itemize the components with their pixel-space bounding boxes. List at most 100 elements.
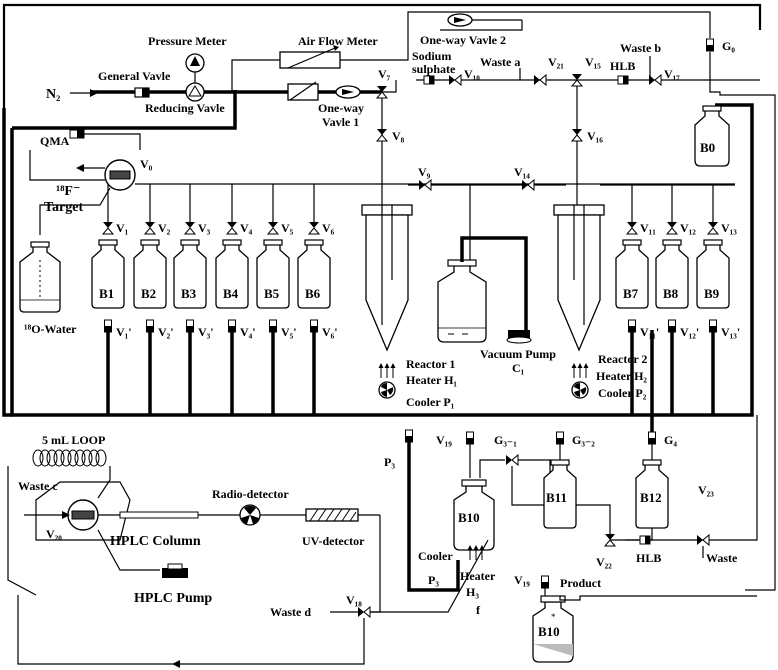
- loop-turn: [81, 449, 93, 467]
- bottle-label: B3: [181, 286, 197, 301]
- outlet-left-5: [310, 319, 318, 333]
- valve-right-1[interactable]: [666, 221, 678, 235]
- bottle-label: B8: [663, 286, 679, 301]
- loop-turn: [88, 449, 100, 467]
- outlet-right-2: [709, 319, 717, 333]
- valve-g3-1[interactable]: [505, 454, 519, 466]
- v19-bottom-connector: [541, 575, 549, 589]
- bottle-b10: [453, 479, 495, 551]
- n2-inlet-arrow: [70, 89, 98, 97]
- bottle-label: B7: [623, 286, 639, 301]
- one-way-valve-2-label: One-way Vavle 2: [420, 33, 506, 47]
- valve-label: V₂: [158, 221, 171, 235]
- valve-v14[interactable]: [521, 179, 535, 191]
- sodium-label-a: Sodium: [412, 49, 451, 63]
- heater-h3-label-a: Heater: [460, 569, 496, 583]
- cooler-p2-label: Cooler P₂: [598, 386, 647, 400]
- valve-label: V₁₂: [680, 221, 696, 235]
- v22-label: V₂₂: [596, 555, 612, 569]
- uv-detector: [305, 508, 359, 522]
- loop-turn: [53, 449, 65, 467]
- waste-a-label: Waste a: [480, 55, 520, 69]
- valve-left-4[interactable]: [267, 221, 279, 235]
- bottle-b12-label: B12: [640, 490, 662, 505]
- valve-left-0[interactable]: [102, 221, 114, 235]
- g3-1-label: G₃₋₁: [494, 433, 517, 447]
- loop-turn: [67, 449, 79, 467]
- left-reagent-bank: V₁B1V₁'V₂B2V₂'V₃B3V₃'V₄B4V₄'V₅B5V₅'V₆B6V…: [91, 184, 338, 415]
- outlet-label: V₁₃': [721, 325, 740, 339]
- loop-turn: [74, 449, 86, 467]
- valve-label: V₁: [116, 221, 129, 235]
- one-way-valve-1-label-b: Vavle 1: [322, 115, 359, 129]
- reactor2-label: Reactor 2: [598, 352, 647, 366]
- valve-v0[interactable]: [104, 159, 136, 191]
- outlet-right-1: [668, 319, 676, 333]
- bottle-b10-label: B10: [458, 510, 480, 525]
- cooler-p1-label: Cooler P₁: [406, 395, 455, 409]
- sodium-sulphate-cartridge: [423, 75, 435, 85]
- valve-v15-label: V₁₅: [585, 55, 601, 69]
- one-way-valve-2[interactable]: [447, 13, 473, 27]
- outlet-left-1: [146, 319, 154, 333]
- waste-c-label: Waste c: [18, 479, 58, 493]
- g3-2-label: G₃₋₂: [572, 433, 595, 447]
- air-flow-meter[interactable]: [279, 45, 341, 69]
- v19-top-label: V₁₉: [436, 433, 452, 447]
- cooler-b10-label: Cooler: [418, 549, 453, 563]
- cooler-p1-fan: [378, 381, 396, 399]
- reducing-valve[interactable]: [185, 82, 205, 102]
- outlet-label: V₁₁': [640, 325, 659, 339]
- outlet-label: V₄': [240, 325, 256, 339]
- one-way-valve-1[interactable]: [335, 85, 361, 99]
- valve-v21[interactable]: [533, 74, 547, 86]
- bottle-label: B1: [99, 286, 114, 301]
- n2-label: N₂: [46, 87, 60, 102]
- valve-v17[interactable]: [648, 74, 662, 86]
- valve-left-2[interactable]: [184, 221, 196, 235]
- v19-top-connector: [466, 431, 474, 445]
- loop-turn: [32, 449, 44, 467]
- valve-left-5[interactable]: [308, 221, 320, 235]
- valve-left-1[interactable]: [144, 221, 156, 235]
- valve-right-0[interactable]: [626, 221, 638, 235]
- valve-v18[interactable]: [357, 606, 371, 618]
- valve-v23[interactable]: [696, 534, 710, 546]
- hplc-column: [119, 511, 199, 519]
- bottle-b10-product: *: [532, 595, 574, 663]
- outlet-label: V₃': [198, 325, 214, 339]
- bottle-b0-label: B0: [700, 140, 715, 155]
- qma-label: QMA: [40, 134, 70, 148]
- svg-text:*: *: [551, 612, 556, 622]
- hplc-pump-label: HPLC Pump: [134, 591, 212, 606]
- loop-turn: [39, 449, 51, 467]
- valve-v10[interactable]: [448, 74, 462, 86]
- bottle-label: B9: [704, 286, 720, 301]
- v23-label: V₂₃: [698, 483, 714, 497]
- f18-target-label-b: Target: [44, 200, 83, 215]
- outlet-label: V₅': [281, 325, 297, 339]
- outlet-left-2: [186, 319, 194, 333]
- general-valve[interactable]: [134, 87, 150, 98]
- outlet-right-0: [628, 319, 636, 333]
- vacuum-pump-label: Vacuum Pump: [480, 347, 556, 361]
- valve-v8[interactable]: [376, 128, 388, 142]
- bottle-b10-product-label: B10: [538, 624, 560, 639]
- hplc-pump[interactable]: [162, 563, 188, 578]
- valve-v14-label: V₁₄: [514, 165, 530, 179]
- one-way-valve-1-label-a: One-way: [318, 101, 364, 115]
- g4-connector: [648, 431, 656, 445]
- cooler-p2-fan: [571, 381, 589, 399]
- valve-left-3[interactable]: [226, 221, 238, 235]
- v20-label: V₂₀: [46, 527, 62, 541]
- outlet-label: V₁': [116, 325, 132, 339]
- g3-2-connector: [556, 431, 564, 445]
- radio-detector: [239, 504, 261, 526]
- valve-v16[interactable]: [571, 128, 583, 142]
- valve-v9[interactable]: [418, 179, 432, 191]
- g4-label: G₄: [664, 433, 677, 447]
- air-flow-meter-lower[interactable]: [287, 81, 319, 101]
- hlb-bottom-label: HLB: [636, 551, 661, 565]
- valve-right-2[interactable]: [707, 221, 719, 235]
